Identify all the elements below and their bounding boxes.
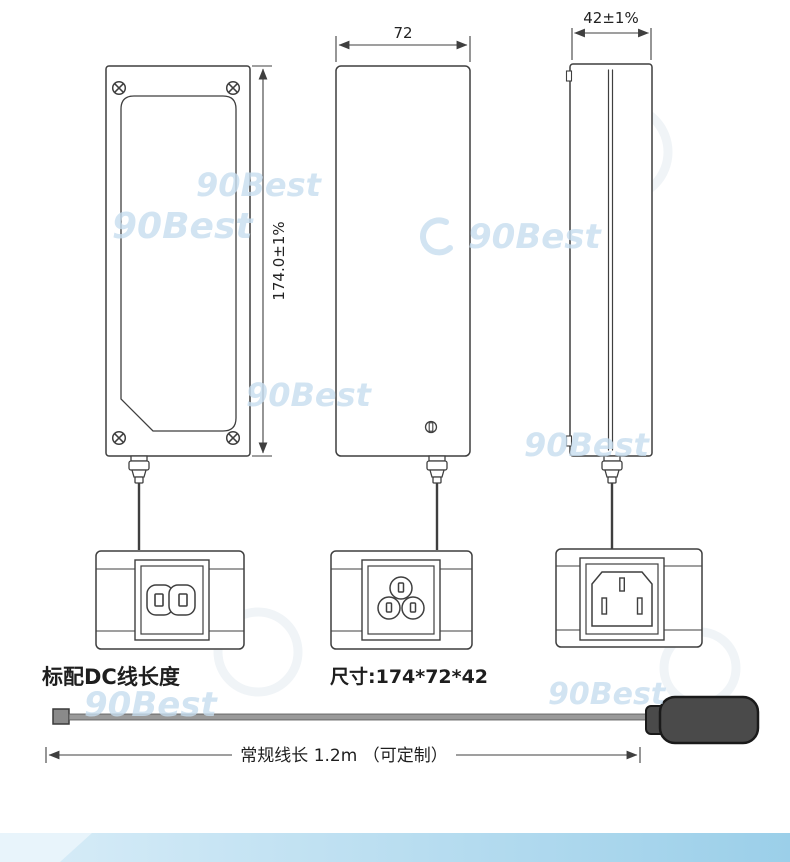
dc-cable (127, 454, 151, 552)
screw-icon (225, 430, 241, 446)
dc-cable (425, 454, 449, 552)
watermark-logo: 90Best (548, 677, 667, 712)
edge-view (565, 63, 653, 457)
screw-icon (111, 430, 127, 446)
inlet-box-c5 (330, 550, 473, 650)
dim-depth-label: 42±1% (583, 9, 638, 27)
edge-clip-top (565, 70, 573, 82)
watermark-logo: 90Best (196, 166, 323, 204)
screw-icon (111, 80, 127, 96)
power-plug (645, 695, 760, 745)
watermarks: 90Best 90Best 90Best 90Best 90Best 90Bes… (84, 166, 667, 725)
dim-width: 72 (335, 24, 471, 62)
dim-cable-length-label: 常规线长 1.2m （可定制） (240, 746, 447, 766)
watermark-logo: 90Best (524, 426, 651, 464)
inlet-box-c14 (555, 548, 703, 648)
dim-width-label: 72 (393, 24, 412, 42)
dim-height: 174.0±1% (252, 65, 288, 457)
side-view (335, 65, 471, 457)
front-label-recess (120, 95, 237, 432)
side-outline (335, 65, 471, 457)
bottom-bar (0, 833, 790, 862)
inlet-recess (361, 559, 441, 641)
cable-length-illustration: 常规线长 1.2m （可定制） (45, 695, 760, 766)
dc-cable-title: 标配DC线长度 (42, 665, 180, 689)
c14-socket-icon (591, 571, 653, 627)
watermark-logo: 90Best (112, 206, 254, 247)
dc-cable (600, 454, 624, 552)
dim-depth: 42±1% (571, 9, 652, 60)
dim-cable-length: 常规线长 1.2m （可定制） (45, 746, 641, 766)
inlet-box-c8 (95, 550, 245, 650)
security-hole (424, 420, 438, 434)
screw-icon (225, 80, 241, 96)
edge-outline (569, 63, 653, 457)
watermark-logo: 90Best (246, 376, 373, 414)
edge-clip-bottom (565, 435, 573, 447)
watermark-logo: 90Best (84, 685, 219, 725)
watermark-swirl-icon (420, 217, 453, 256)
c5-socket-icon (377, 576, 425, 620)
dc-connector (52, 708, 70, 725)
c8-socket-icon (146, 584, 196, 616)
watermark-logo: 90Best (468, 217, 603, 257)
dim-height-label: 174.0±1% (270, 221, 288, 300)
front-view (105, 65, 251, 457)
size-label: 尺寸:174*72*42 (330, 665, 488, 688)
